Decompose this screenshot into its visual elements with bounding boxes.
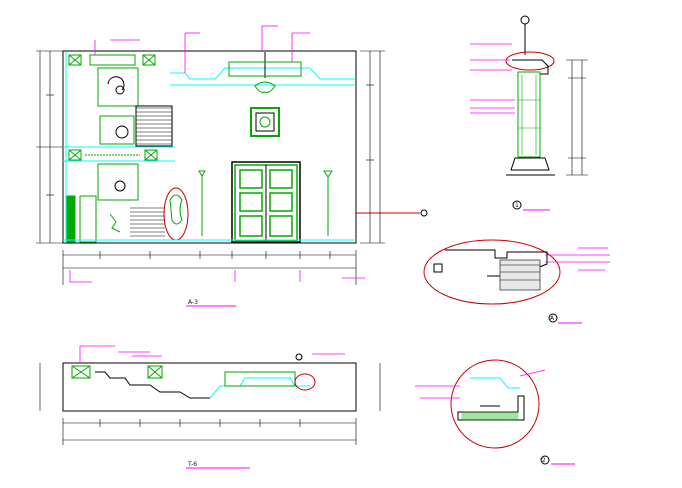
main-elevation-title: A-3 [188, 299, 198, 306]
section-t6-title: T-6 [187, 461, 197, 468]
detail-2: 2 [415, 359, 575, 465]
section-t6: T-6 [39, 345, 381, 469]
main-elevation: A-3 [36, 25, 428, 307]
detail-1-section: 1 [470, 15, 588, 211]
detail-a: A [423, 239, 610, 324]
detail-1-marker: 1 [515, 202, 519, 209]
detail-a-marker: A [550, 315, 555, 322]
detail-2-marker: 2 [542, 457, 546, 464]
